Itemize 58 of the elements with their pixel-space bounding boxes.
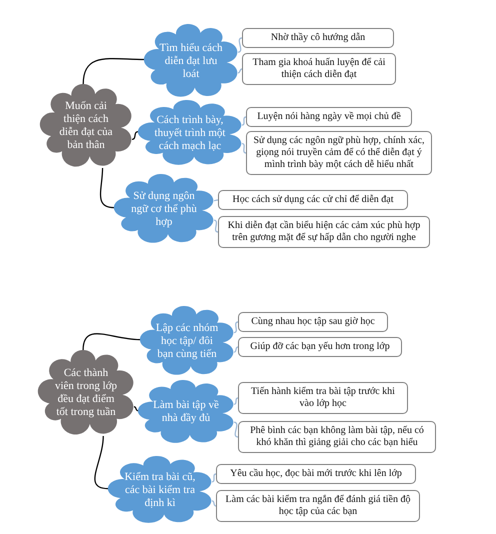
topic-text: Cách trình bày, thuyết trình một cách mạch lạc	[154, 114, 226, 152]
detail-text: Khi diễn đạt cần biểu hiện các cảm xúc phù hợp trên gương mặt để sự hấp dẫn cho người nghe	[226, 220, 422, 244]
connector-line	[82, 333, 140, 350]
detail-box	[218, 216, 430, 248]
connector-line	[234, 422, 238, 438]
connector-line	[212, 500, 216, 507]
topic-text: Muốn cải thiện cách diễn đạt của bản thân	[58, 100, 114, 152]
topic-text: Các thành viên trong lớp đều đạt điểm tốt trong tuần	[54, 367, 118, 419]
topic-text: Tìm hiểu cách diễn đạt lưu loát	[158, 42, 224, 80]
connector-line	[214, 220, 218, 233]
connector-line	[238, 68, 242, 74]
detail-text: Giúp đỡ các bạn yếu hơn trong lớp	[250, 341, 390, 353]
connector-line	[234, 321, 238, 334]
subtopic-cloud	[138, 380, 234, 444]
connector-line	[214, 199, 218, 202]
central-topic-cloud	[40, 84, 132, 168]
detail-text: Nhờ thầy cô hướng dẫn	[270, 32, 366, 44]
topic-text: Kiểm tra bài cũ, các bài kiểm tra định kì	[124, 470, 196, 510]
subtopic-cloud	[138, 100, 242, 166]
detail-box	[238, 337, 402, 357]
detail-text: Tham gia khoá huấn luyện để cải thiện cách diễn đạt	[252, 57, 386, 81]
topic-text: Lập các nhóm học tập/ đôi bạn cùng tiến	[154, 322, 220, 360]
detail-text: Học cách sử dụng các cử chỉ để diễn đạt	[232, 194, 394, 206]
connector-line	[238, 37, 242, 53]
detail-box	[246, 107, 412, 127]
subtopic-cloud	[114, 174, 214, 244]
connector-line	[82, 58, 144, 84]
connector-line	[94, 436, 108, 490]
detail-text: Yêu cầu học, đọc bài mới trước khi lên lớp	[230, 468, 402, 480]
detail-box	[246, 131, 432, 175]
detail-text: Làm các bài kiểm tra ngắn để đánh giá tiền độ học tập của các bạn	[224, 494, 412, 518]
subtopic-cloud	[108, 456, 212, 524]
detail-box	[238, 312, 388, 332]
detail-box	[216, 490, 420, 522]
detail-box	[238, 382, 408, 414]
detail-box	[242, 28, 394, 48]
detail-box	[242, 53, 396, 85]
connector-line	[100, 168, 114, 208]
connector-line	[132, 131, 138, 140]
detail-text: Tiến hành kiểm tra bài tập trước khi vào lớp học	[250, 386, 396, 410]
detail-box	[218, 190, 408, 210]
connector-line	[242, 142, 246, 154]
connector-line	[234, 346, 238, 353]
subtopic-cloud	[140, 306, 234, 376]
subtopic-cloud	[144, 24, 238, 98]
connector-line	[234, 397, 238, 405]
central-topic-cloud	[38, 350, 134, 436]
detail-box	[238, 421, 436, 453]
detail-text: Sử dụng các ngôn ngữ phù hợp, chính xác, giọng nói truyền cảm để có thể diễn đạt ý mình trình bày một cách dễ hiểu nhất	[253, 135, 425, 171]
connector-line	[212, 473, 216, 482]
detail-box	[216, 464, 416, 484]
detail-text: Cùng nhau học tập sau giờ học	[251, 316, 375, 328]
topic-text: Làm bài tập về nhà đầy đủ	[152, 399, 220, 425]
detail-text: Phê bình các bạn không làm bài tập, nếu có khó khăn thì giảng giải cho các bạn hiểu	[249, 425, 425, 449]
detail-text: Luyện nói hàng ngày về mọi chủ đề	[257, 111, 401, 123]
connector-line	[242, 116, 246, 126]
topic-text: Sử dụng ngôn ngữ cơ thể phù hợp	[131, 190, 197, 228]
connector-line	[134, 406, 138, 412]
